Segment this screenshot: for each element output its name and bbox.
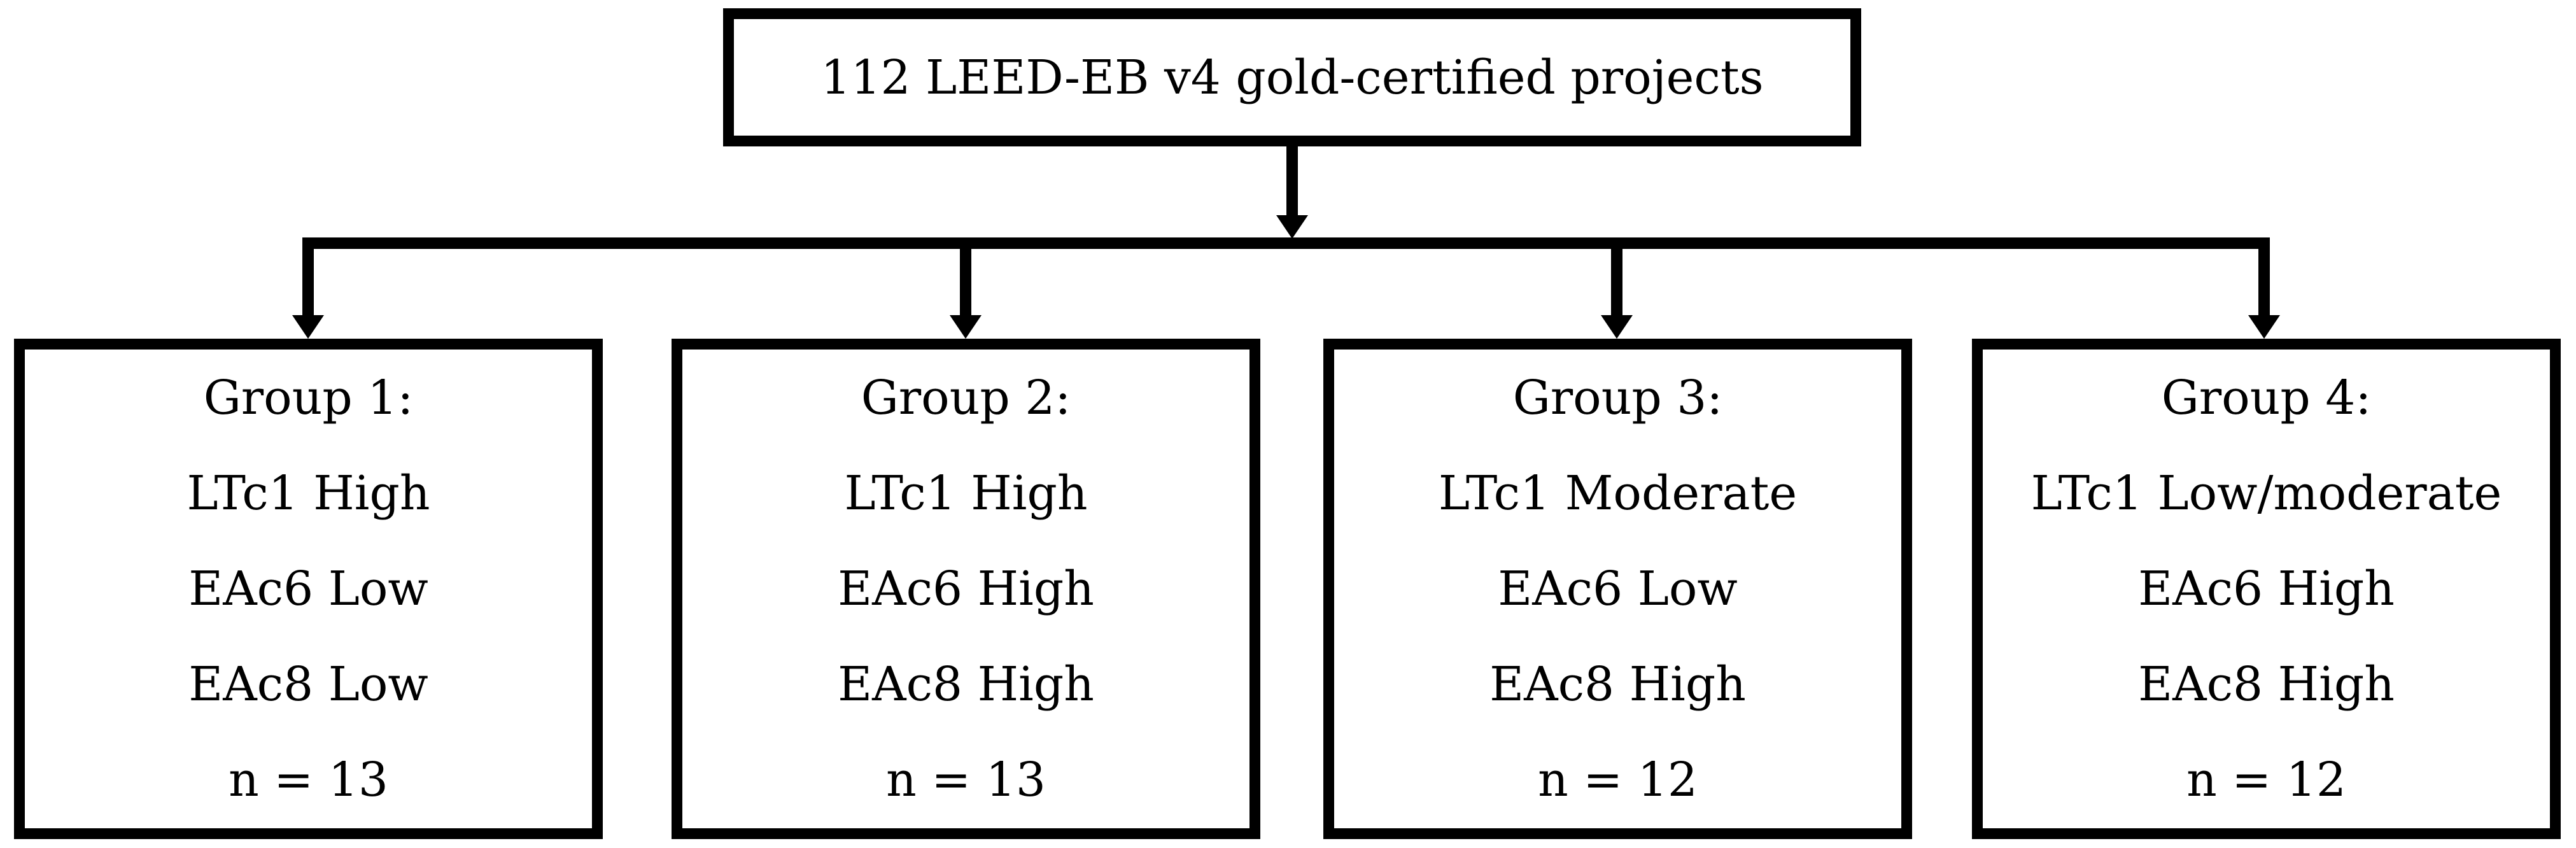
arrow-down-icon xyxy=(1276,215,1308,239)
group-4-title: Group 4: xyxy=(2161,371,2372,425)
group-2-eac6: EAc6 High xyxy=(838,562,1094,616)
connector-group-3-shaft xyxy=(1611,247,1622,317)
group-1-count: n = 13 xyxy=(229,753,388,807)
group-1-ltc1: LTc1 High xyxy=(187,466,430,521)
connector-root-shaft xyxy=(1286,145,1298,216)
group-4-count: n = 12 xyxy=(2186,753,2346,807)
root-box: 112 LEED-EB v4 gold-certified projects xyxy=(723,8,1861,146)
root-box-label: 112 LEED-EB v4 gold-certified projects xyxy=(820,50,1764,105)
group-2-ltc1: LTc1 High xyxy=(844,466,1088,521)
group-3-title: Group 3: xyxy=(1512,371,1723,425)
connector-horizontal-rail xyxy=(302,237,2270,249)
group-3-eac6: EAc6 Low xyxy=(1498,562,1738,616)
group-2-count: n = 13 xyxy=(886,753,1046,807)
group-4-eac8: EAc8 High xyxy=(2138,657,2395,712)
arrow-down-icon xyxy=(2248,315,2280,339)
group-1-eac6: EAc6 Low xyxy=(188,562,428,616)
group-1-box: Group 1: LTc1 High EAc6 Low EAc8 Low n =… xyxy=(14,339,603,839)
group-1-eac8: EAc8 Low xyxy=(188,657,428,712)
group-1-title: Group 1: xyxy=(203,371,414,425)
group-4-box: Group 4: LTc1 Low/moderate EAc6 High EAc… xyxy=(1972,339,2561,839)
group-2-eac8: EAc8 High xyxy=(838,657,1094,712)
connector-group-4-shaft xyxy=(2258,247,2270,317)
group-3-box: Group 3: LTc1 Moderate EAc6 Low EAc8 Hig… xyxy=(1323,339,1912,839)
group-4-eac6: EAc6 High xyxy=(2138,562,2395,616)
arrow-down-icon xyxy=(292,315,324,339)
group-4-ltc1: LTc1 Low/moderate xyxy=(2031,466,2502,521)
arrow-down-icon xyxy=(950,315,982,339)
group-2-title: Group 2: xyxy=(861,371,1071,425)
connector-group-2-shaft xyxy=(960,247,971,317)
group-2-box: Group 2: LTc1 High EAc6 High EAc8 High n… xyxy=(672,339,1260,839)
group-3-ltc1: LTc1 Moderate xyxy=(1438,466,1798,521)
connector-group-1-shaft xyxy=(302,247,314,317)
group-3-eac8: EAc8 High xyxy=(1489,657,1746,712)
group-3-count: n = 12 xyxy=(1538,753,1698,807)
arrow-down-icon xyxy=(1601,315,1633,339)
